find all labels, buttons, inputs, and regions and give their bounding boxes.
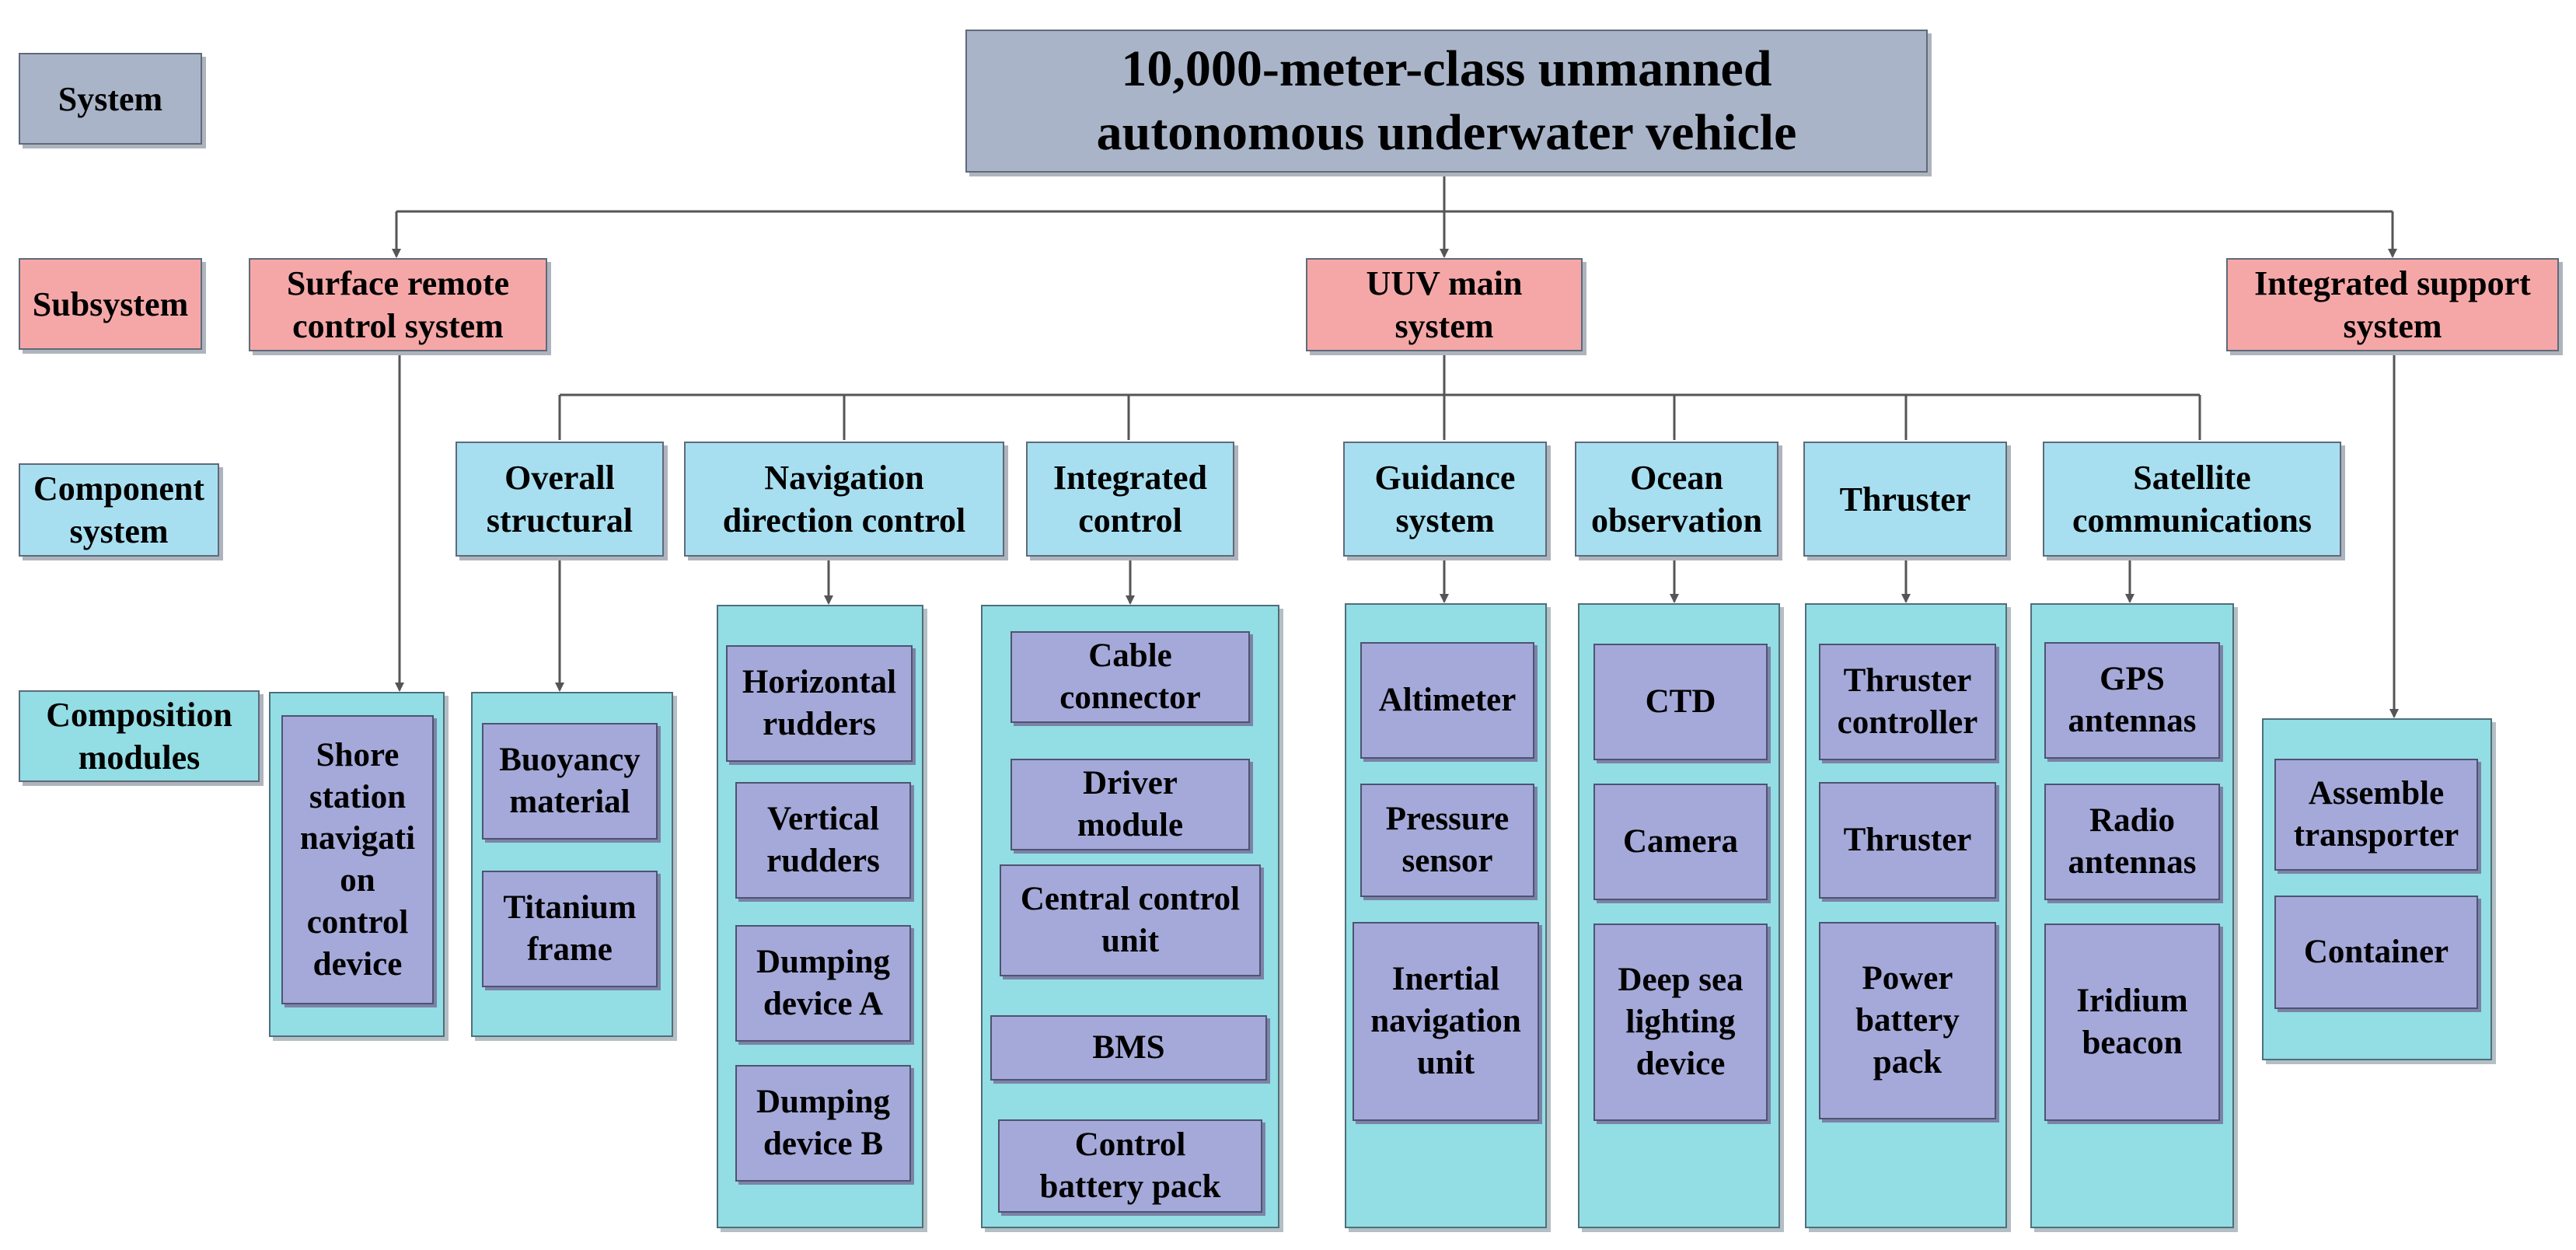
module-titanium-frame: Titanium frame xyxy=(482,871,658,987)
module-buoyancy-material: Buoyancy material xyxy=(482,723,658,840)
component-thruster: Thruster xyxy=(1803,442,2007,557)
module-radio-antennas: Radio antennas xyxy=(2044,784,2220,900)
module-thruster-controller: Thruster controller xyxy=(1819,644,1996,760)
module-dumping-device-a: Dumping device A xyxy=(735,925,911,1042)
module-iridium-beacon: Iridium beacon xyxy=(2044,924,2220,1121)
module-thruster: Thruster xyxy=(1819,782,1996,899)
subsystem-uuv-main: UUV main system xyxy=(1306,258,1583,351)
subsystem-integrated-support: Integrated support system xyxy=(2226,258,2559,351)
legend-component-system: Component system xyxy=(19,463,219,557)
module-bms: BMS xyxy=(990,1015,1267,1081)
component-overall-structural: Overall structural xyxy=(456,442,664,557)
component-satellite-communications: Satellite communications xyxy=(2043,442,2341,557)
module-vertical-rudders: Vertical rudders xyxy=(735,782,911,899)
module-cable-connector: Cable connector xyxy=(1011,631,1250,723)
module-assemble-transporter: Assemble transporter xyxy=(2274,759,2478,871)
module-deep-sea-lighting-device: Deep sea lighting device xyxy=(1593,924,1768,1121)
component-guidance-system: Guidance system xyxy=(1343,442,1547,557)
module-driver-module: Driver module xyxy=(1011,759,1250,850)
root-node: 10,000-meter-class unmanned autonomous u… xyxy=(965,30,1928,173)
legend-system: System xyxy=(19,53,202,145)
module-shore-station-navigation-control-device: Shore station navigati on control device xyxy=(281,715,434,1004)
legend-composition-modules: Composition modules xyxy=(19,690,260,782)
component-ocean-observation: Ocean observation xyxy=(1575,442,1778,557)
subsystem-surface-remote-control: Surface remote control system xyxy=(249,258,547,351)
module-gps-antennas: GPS antennas xyxy=(2044,642,2220,759)
module-power-battery-pack: Power battery pack xyxy=(1819,922,1996,1119)
module-inertial-navigation-unit: Inertial navigation unit xyxy=(1353,922,1539,1121)
module-control-battery-pack: Control battery pack xyxy=(998,1119,1262,1213)
component-navigation-direction-control: Navigation direction control xyxy=(684,442,1004,557)
legend-subsystem: Subsystem xyxy=(19,258,202,350)
module-container: Container xyxy=(2274,896,2478,1009)
module-dumping-device-b: Dumping device B xyxy=(735,1065,911,1182)
module-ctd: CTD xyxy=(1593,644,1768,760)
module-pressure-sensor: Pressure sensor xyxy=(1360,784,1534,897)
component-integrated-control: Integrated control xyxy=(1026,442,1234,557)
module-camera: Camera xyxy=(1593,784,1768,900)
module-altimeter: Altimeter xyxy=(1360,642,1534,759)
module-central-control-unit: Central control unit xyxy=(1000,864,1261,976)
module-horizontal-rudders: Horizontal rudders xyxy=(726,645,913,762)
